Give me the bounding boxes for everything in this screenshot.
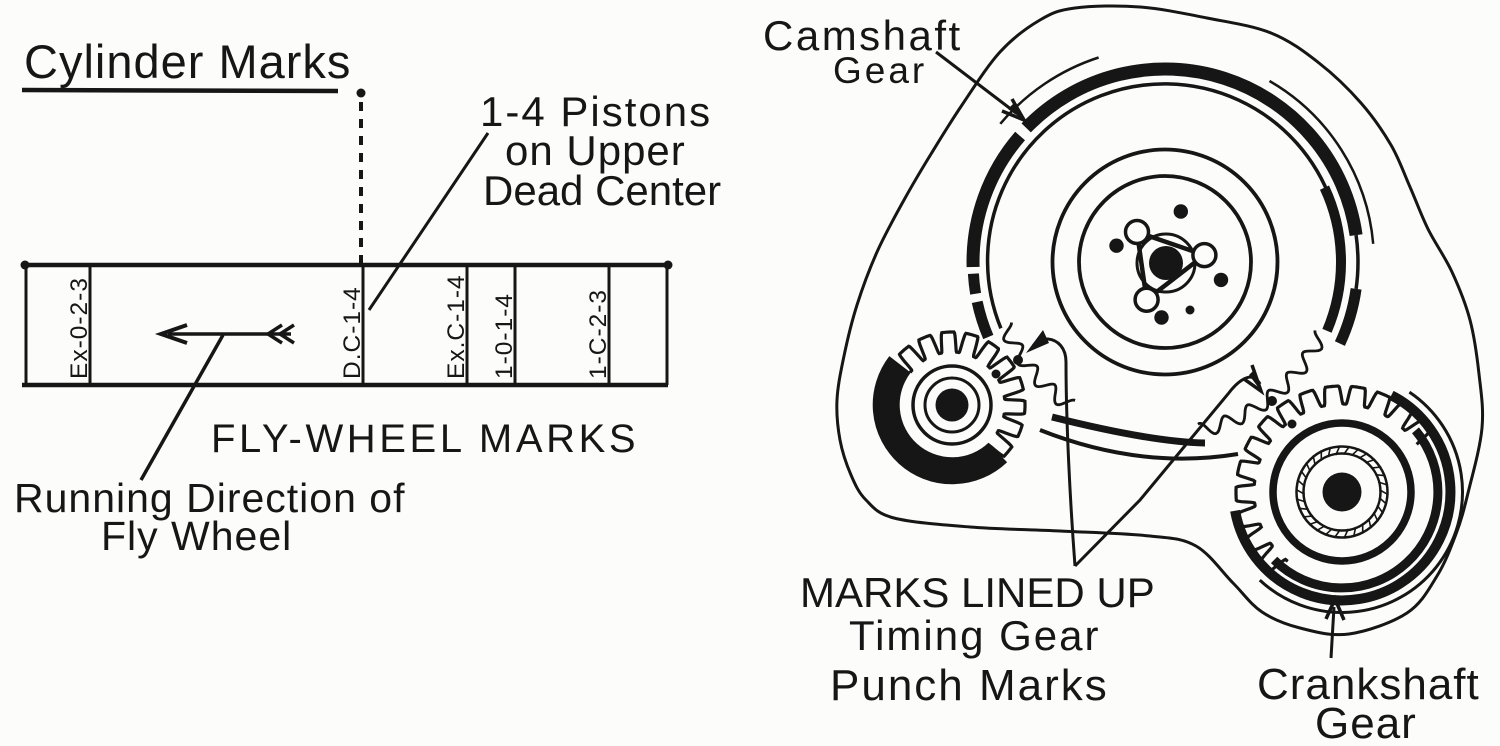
svg-text:Crankshaft: Crankshaft — [1257, 660, 1480, 709]
svg-text:on Upper: on Upper — [505, 127, 686, 174]
svg-text:1-0-1-4: 1-0-1-4 — [491, 293, 518, 379]
svg-text:MARKS LINED UP: MARKS LINED UP — [800, 569, 1155, 616]
svg-text:Gear: Gear — [833, 50, 927, 91]
svg-text:Timing Gear: Timing Gear — [849, 612, 1101, 659]
svg-text:FLY-WHEEL MARKS: FLY-WHEEL MARKS — [211, 417, 639, 461]
svg-text:Ex.C-1-4: Ex.C-1-4 — [443, 274, 470, 379]
svg-text:Punch Marks: Punch Marks — [830, 661, 1109, 710]
svg-text:Dead Center: Dead Center — [483, 167, 721, 214]
svg-text:Cylinder Marks: Cylinder Marks — [24, 35, 351, 88]
svg-text:1-C-2-3: 1-C-2-3 — [585, 289, 612, 379]
svg-text:1-4 Pistons: 1-4 Pistons — [480, 88, 712, 135]
svg-text:Ex-0-2-3: Ex-0-2-3 — [66, 277, 93, 379]
svg-text:Gear: Gear — [1315, 699, 1417, 746]
svg-text:Camshaft: Camshaft — [763, 12, 963, 59]
svg-text:Fly Wheel: Fly Wheel — [101, 513, 292, 559]
svg-text:Running Direction of: Running Direction of — [14, 475, 405, 521]
svg-text:D.C-1-4: D.C-1-4 — [339, 286, 366, 379]
